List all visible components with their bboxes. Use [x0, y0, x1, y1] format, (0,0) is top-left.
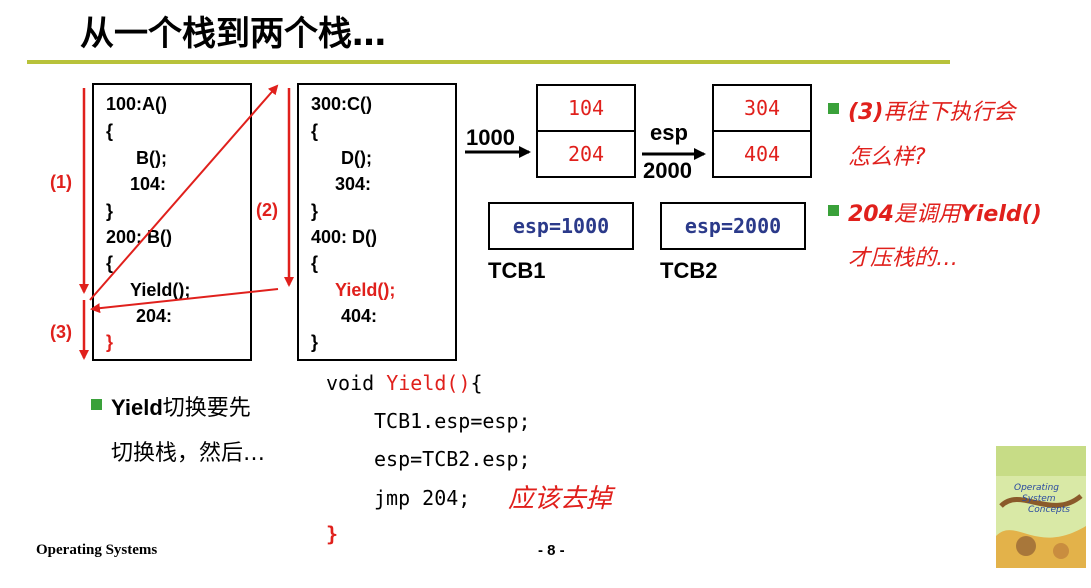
tcb2-label: TCB2 — [660, 258, 718, 283]
svg-text:Operating: Operating — [1014, 483, 1059, 493]
bullet-icon — [828, 103, 839, 114]
stack-cell-304: 304 — [712, 84, 812, 132]
bullet-text: Yield切换要先 — [111, 395, 251, 421]
bullet-icon — [91, 399, 102, 410]
step-label-3: (3) — [50, 322, 72, 342]
code-line: 200: B() — [106, 227, 173, 247]
code-line: Yield(); — [335, 280, 396, 300]
bullet-text: 204是调用Yield() — [848, 202, 1042, 227]
code-line: 304: — [335, 174, 372, 194]
code-line: B(); — [136, 148, 167, 168]
code-line: { — [311, 121, 319, 141]
code-line: } — [311, 201, 319, 221]
step-label-2: (2) — [256, 200, 278, 220]
code-line: { — [106, 253, 114, 273]
code-line: 300:C() — [311, 94, 373, 114]
svg-text:Concepts: Concepts — [1028, 505, 1070, 515]
code-line: 400: D() — [311, 227, 378, 247]
step-label-1: (1) — [50, 172, 72, 192]
code-line: { — [106, 121, 114, 141]
bullet-text-cont: 怎么样? — [848, 145, 926, 170]
tcb1-label: TCB1 — [488, 258, 546, 283]
stack-cell-104: 104 — [536, 84, 636, 132]
esp-label: esp — [650, 120, 688, 145]
book-cover-icon: Operating System Concepts — [996, 446, 1086, 568]
code-line: 104: — [130, 174, 167, 194]
stack-box-2 — [297, 83, 457, 361]
strike-note: 应该去掉 — [508, 484, 613, 514]
svg-text:System: System — [1022, 494, 1056, 504]
bullet-text-cont: 切换栈，然后… — [111, 441, 266, 466]
footer-course: Operating Systems — [36, 542, 158, 558]
code-line: } — [106, 201, 114, 221]
footer-page-number: - 8 - — [538, 542, 565, 559]
code-line: TCB1.esp=esp; — [374, 409, 531, 433]
code-line: D(); — [341, 148, 372, 168]
code-line: Yield(); — [130, 280, 191, 300]
bullet-text-cont: 才压栈的… — [848, 246, 959, 271]
stack-cell-404: 404 — [712, 130, 812, 178]
bullet-icon — [828, 205, 839, 216]
code-line: } — [326, 522, 339, 546]
title-underline — [27, 60, 950, 64]
code-line: } — [106, 332, 114, 352]
code-line: } — [311, 332, 319, 352]
diagonal-arrow-up — [89, 84, 279, 301]
stack-cell-204: 204 — [536, 130, 636, 178]
code-yield-header: void Yield(){ — [326, 371, 483, 395]
page-title: 从一个栈到两个栈… — [80, 14, 386, 54]
code-line: 204: — [136, 306, 173, 326]
code-line: jmp 204; — [374, 486, 471, 510]
code-line: esp=TCB2.esp; — [374, 447, 531, 471]
diagonal-arrow-back — [90, 288, 279, 314]
bullet-text: (3)再往下执行会 — [848, 100, 1016, 125]
tcb1-box: esp=1000 — [488, 202, 634, 250]
address-label-1000: 1000 — [466, 125, 515, 150]
stack-box-1 — [92, 83, 252, 361]
code-line: { — [311, 253, 319, 273]
tcb2-box: esp=2000 — [660, 202, 806, 250]
code-line: 404: — [341, 306, 378, 326]
code-line: 100:A() — [106, 94, 168, 114]
address-label-2000: 2000 — [643, 158, 692, 183]
